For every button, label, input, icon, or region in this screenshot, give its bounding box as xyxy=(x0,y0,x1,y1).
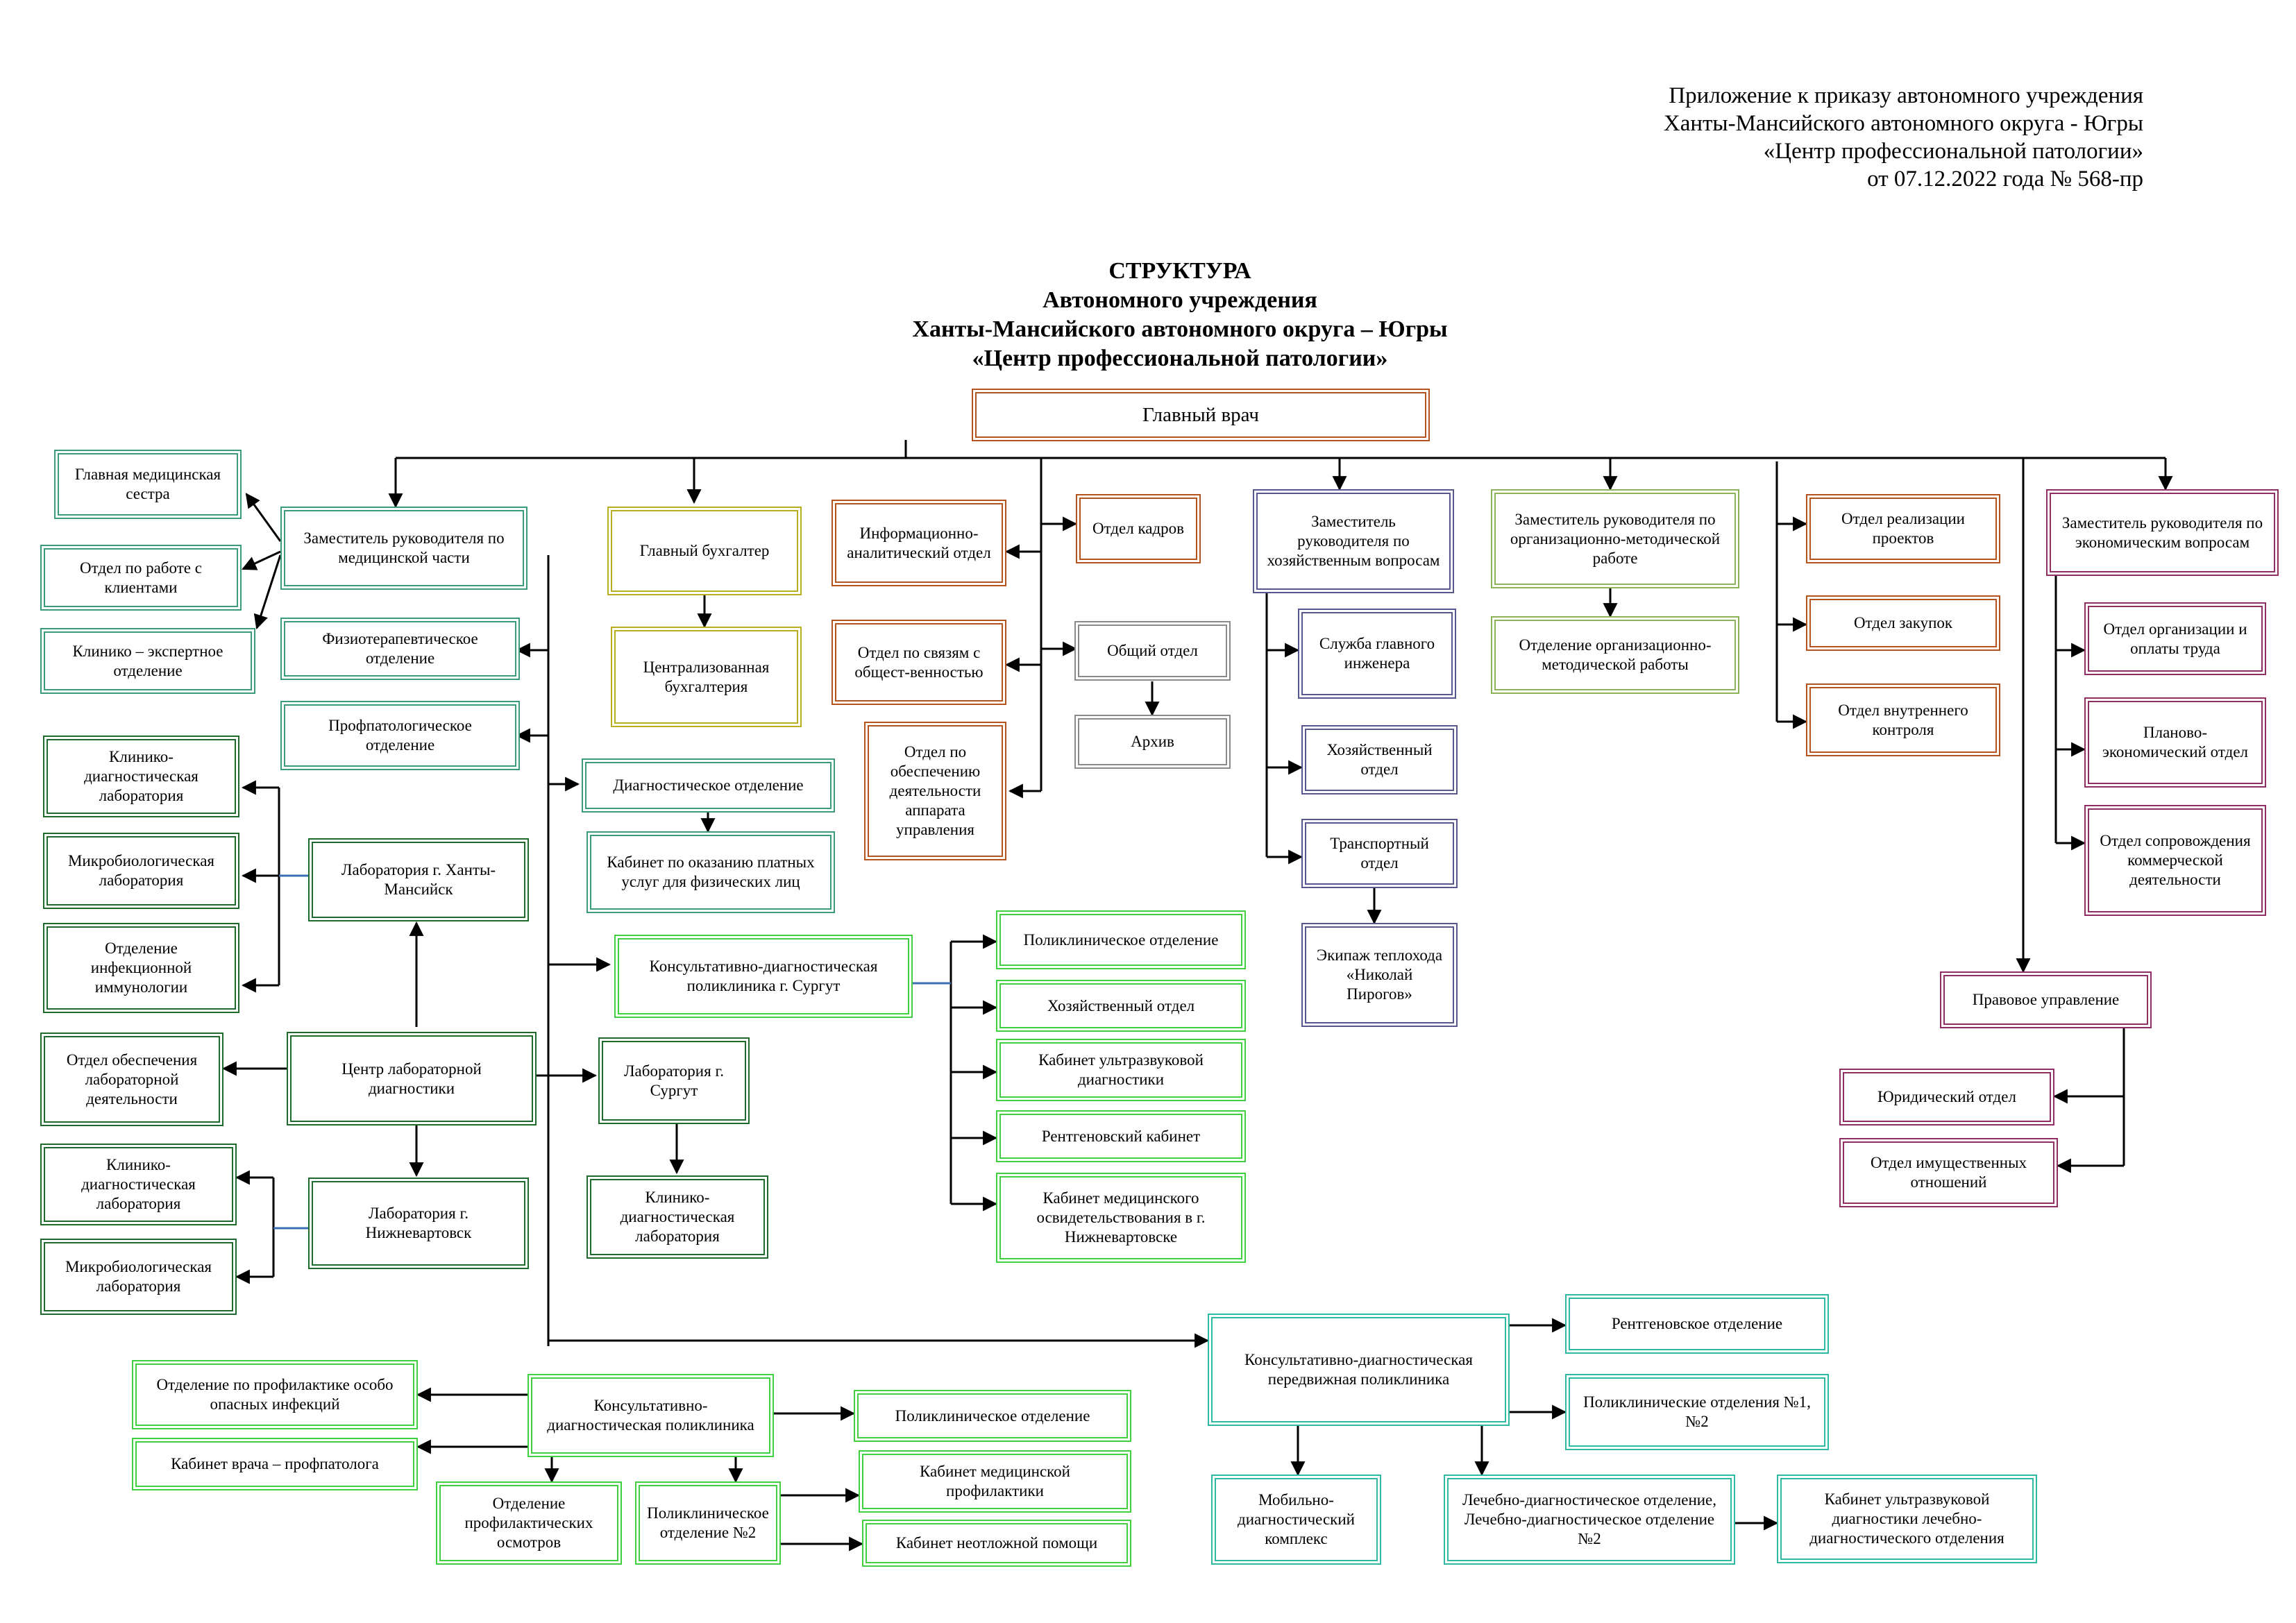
deputy-medical-box: Заместитель руководителя по медицинской … xyxy=(280,507,527,590)
order-reference: Приложение к приказу автономного учрежде… xyxy=(1664,82,2143,193)
household-dept-box: Хозяйственный отдел xyxy=(1301,725,1458,794)
archive-box: Архив xyxy=(1074,715,1231,769)
internal-control-box: Отдел внутреннего контроля xyxy=(1806,683,2000,756)
title-line-3: Ханты-Мансийского автономного округа – Ю… xyxy=(912,316,1448,342)
microbiology-lab-1-box: Микробиологическая лаборатория xyxy=(43,833,239,909)
poly-dept-2-box: Поликлиническое отделение №2 xyxy=(635,1481,781,1565)
projects-dept-box: Отдел реализации проектов xyxy=(1806,494,2000,563)
mobile-poly-box: Поликлинические отделения №1, №2 xyxy=(1565,1374,1829,1450)
lab-support-box: Отдел обеспечения лабораторной деятельно… xyxy=(40,1033,223,1126)
surgut-poly-box: Поликлиническое отделение xyxy=(996,910,1246,969)
kdp-prevention-box: Кабинет медицинской профилактики xyxy=(859,1450,1131,1513)
order-line-3: «Центр профессиональной патологии» xyxy=(1763,139,2143,164)
title-line-1: СТРУКТУРА xyxy=(1108,258,1251,284)
title-line-4: «Центр профессиональной патологии» xyxy=(972,346,1388,371)
surgut-ultrasound-box: Кабинет ультразвуковой диагностики xyxy=(996,1039,1246,1101)
methodical-dept-box: Отделение организационно-методической ра… xyxy=(1491,616,1739,694)
clinical-expert-box: Клинико – экспертное отделение xyxy=(40,628,255,694)
lab-surgut-box: Лаборатория г. Сургут xyxy=(598,1037,750,1124)
clinical-lab-3-box: Клинико-диагностическая лаборатория xyxy=(586,1175,768,1259)
client-relations-box: Отдел по работе с клиентами xyxy=(40,545,242,611)
procurement-box: Отдел закупок xyxy=(1806,595,2000,651)
mobile-complex-box: Мобильно-диагностический комплекс xyxy=(1211,1475,1381,1565)
head-nurse-box: Главная медицинская сестра xyxy=(54,450,242,519)
transport-dept-box: Транспортный отдел xyxy=(1301,819,1458,888)
admin-support-box: Отдел по обеспечению деятельности аппара… xyxy=(864,722,1006,860)
order-line-1: Приложение к приказу автономного учрежде… xyxy=(1669,83,2143,108)
surgut-household-box: Хозяйственный отдел xyxy=(996,980,1246,1032)
chief-engineer-box: Служба главного инженера xyxy=(1298,609,1456,699)
deputy-household-box: Заместитель руководителя по хозяйственны… xyxy=(1253,489,1454,593)
kdp-urgent-box: Кабинет неотложной помощи xyxy=(862,1520,1131,1567)
prof-exams-box: Отделение профилактических осмотров xyxy=(436,1481,622,1565)
public-relations-box: Отдел по связям с общест-венностью xyxy=(832,620,1006,705)
property-dept-box: Отдел имущественных отношений xyxy=(1839,1138,2058,1207)
clinical-lab-2-box: Клинико-диагностическая лаборатория xyxy=(40,1144,237,1225)
labor-payment-box: Отдел организации и оплаты труда xyxy=(2084,602,2266,675)
lab-khanty-mansiysk-box: Лаборатория г. Ханты-Мансийск xyxy=(308,838,529,921)
info-analytics-box: Информационно-аналитический отдел xyxy=(832,500,1006,586)
physiotherapy-box: Физиотерапевтическое отделение xyxy=(280,618,520,680)
kdp-box: Консультативно-диагностическая поликлини… xyxy=(527,1374,774,1457)
mobile-treatment-box: Лечебно-диагностическое отделение, Лечеб… xyxy=(1444,1475,1735,1565)
ship-crew-box: Экипаж теплохода «Николай Пирогов» xyxy=(1301,923,1458,1027)
title-line-2: Автономного учреждения xyxy=(1043,287,1317,313)
occupational-pathology-box: Профпатологическое отделение xyxy=(280,701,520,770)
mobile-kdp-box: Консультативно-диагностическая передвижн… xyxy=(1208,1314,1510,1426)
kdp-surgut-box: Консультативно-диагностическая поликлини… xyxy=(614,935,913,1018)
paid-services-box: Кабинет по оказанию платных услуг для фи… xyxy=(586,831,835,913)
deputy-methodical-box: Заместитель руководителя по организацион… xyxy=(1491,489,1739,588)
juridical-dept-box: Юридический отдел xyxy=(1839,1069,2054,1125)
clinical-lab-1-box: Клинико-диагностическая лаборатория xyxy=(43,736,239,817)
mobile-ultrasound-box: Кабинет ультразвуковой диагностики лечеб… xyxy=(1777,1475,2037,1563)
surgut-med-exam-box: Кабинет медицинского освидетельствования… xyxy=(996,1173,1246,1263)
legal-dept-box: Правовое управление xyxy=(1940,971,2152,1028)
infection-prevention-box: Отделение по профилактике особо опасных … xyxy=(132,1360,418,1429)
surgut-xray-box: Рентгеновский кабинет xyxy=(996,1110,1246,1162)
chief-physician-box: Главный врач xyxy=(972,389,1430,441)
document-title: СТРУКТУРА Автономного учреждения Ханты-М… xyxy=(0,257,2296,373)
pathologist-office-box: Кабинет врача – профпатолога xyxy=(132,1438,418,1490)
hr-box: Отдел кадров xyxy=(1076,494,1201,563)
planning-economic-box: Планово-экономический отдел xyxy=(2084,697,2266,788)
lab-center-box: Центр лабораторной диагностики xyxy=(287,1032,537,1125)
general-dept-box: Общий отдел xyxy=(1074,621,1231,681)
order-line-2: Ханты-Мансийского автономного округа - Ю… xyxy=(1663,111,2143,136)
microbiology-lab-2-box: Микробиологическая лаборатория xyxy=(40,1239,237,1315)
order-line-4: от 07.12.2022 года № 568-пр xyxy=(1867,167,2143,192)
infection-immunology-box: Отделение инфекционной иммунологии xyxy=(43,923,239,1013)
centralized-accounting-box: Централизованная бухгалтерия xyxy=(611,627,802,727)
chief-accountant-box: Главный бухгалтер xyxy=(607,507,802,595)
deputy-economic-box: Заместитель руководителя по экономически… xyxy=(2046,489,2279,576)
lab-nizhnevartovsk-box: Лаборатория г. Нижневартовск xyxy=(308,1178,529,1269)
kdp-poly-box: Поликлиническое отделение xyxy=(854,1390,1131,1442)
diagnostic-dept-box: Диагностическое отделение xyxy=(582,758,835,813)
commercial-support-box: Отдел сопровождения коммерческой деятель… xyxy=(2084,805,2266,916)
mobile-xray-box: Рентгеновское отделение xyxy=(1565,1294,1829,1354)
